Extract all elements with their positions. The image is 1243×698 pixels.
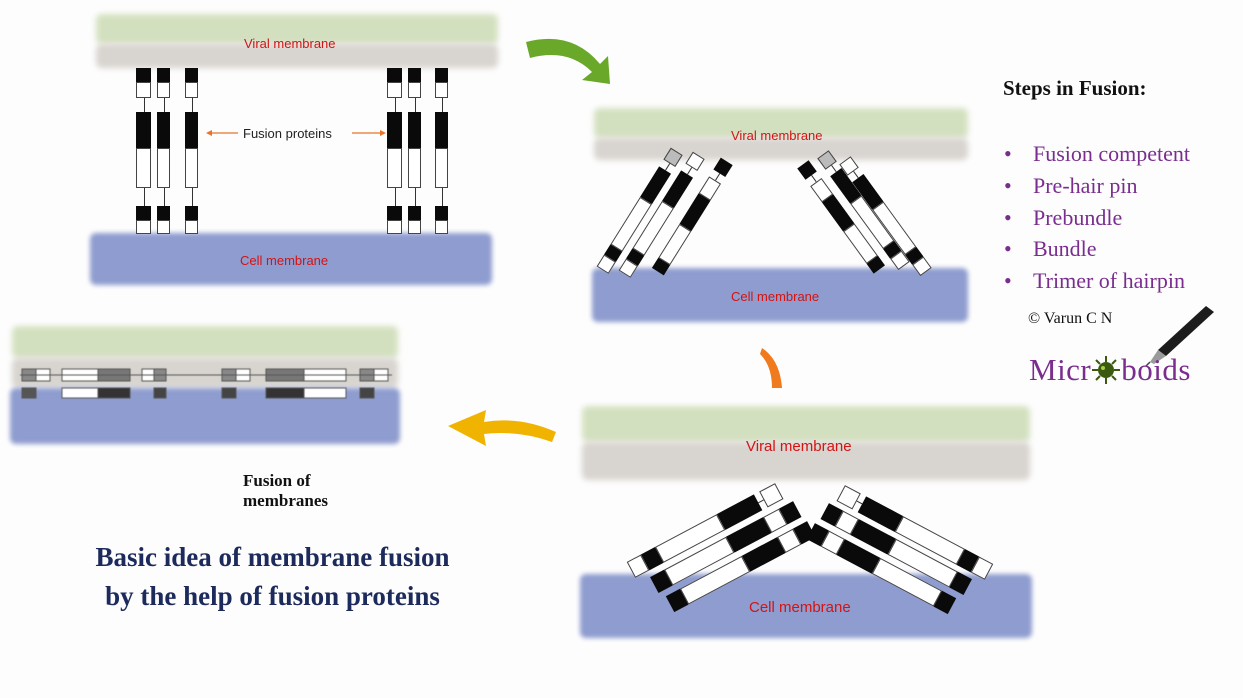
bullet-icon: • [1004,268,1012,294]
fusion-of-membranes-caption: Fusion of membranes [243,471,328,510]
fusion-protein [387,68,402,238]
viral-membrane-top [582,406,1030,442]
fusion-protein [839,156,938,286]
steps-title: Steps in Fusion: [1003,76,1147,100]
bullet-icon: • [1004,236,1012,262]
viral-membrane-label: Viral membrane [746,438,852,455]
cell-membrane [90,233,492,285]
cell-membrane-label: Cell membrane [240,253,329,268]
logo-text-start: Micr [1029,352,1092,387]
fusion-proteins-pointers [206,130,386,136]
bullet-icon: • [1004,141,1012,166]
step-label: Bundle [1033,236,1097,262]
fusion-protein [408,68,421,238]
fusion-protein [157,68,170,238]
viral-membrane-top [96,14,498,44]
orange-arrow-icon [760,348,782,388]
steps-list: • Fusion competent • Pre-hair pin • Prebund… [1004,138,1190,297]
fusion-protein [185,68,198,238]
microboids-logo: Micr boids [1029,352,1191,388]
cell-membrane-label: Cell membrane [749,599,851,616]
cell-membrane [592,268,968,322]
viral-membrane-top [594,108,968,138]
fusion-proteins-label: Fusion proteins [243,126,332,141]
main-caption-line-1: Basic idea of membrane fusion [95,542,450,572]
step-label: Fusion competent [1033,141,1191,166]
logo-text-end: boids [1121,352,1191,387]
viral-membrane-bottom [96,44,498,68]
green-arrow-icon [526,38,610,84]
virus-icon [1092,356,1121,384]
step-label: Prebundle [1033,204,1123,230]
step-item: • Trimer of hairpin [1004,265,1190,297]
viral-membrane-label: Viral membrane [731,128,823,143]
step-item: • Bundle [1004,233,1190,265]
bullet-icon: • [1004,204,1012,230]
step-item: • Prebundle [1004,202,1190,234]
yellow-arrow-icon [448,410,556,446]
cell-membrane-label: Cell membrane [731,289,820,304]
main-caption: Basic idea of membrane fusion by the hel… [40,538,505,616]
horizontal-fusion-proteins [20,368,392,399]
viral-membrane-bottom [594,138,968,160]
step-label: Trimer of hairpin [1033,268,1185,294]
bullet-icon: • [1004,172,1012,198]
fusion-protein [136,68,151,238]
fusion-protein [435,68,448,238]
pen-icon [1145,306,1214,367]
viral-membrane-bottom [582,442,1030,480]
main-caption-line-2: by the help of fusion proteins [105,581,440,611]
viral-membrane-top [12,326,398,358]
step-item: • Pre-hair pin [1004,170,1190,202]
step-label: Pre-hair pin [1033,172,1138,198]
viral-membrane-label: Viral membrane [244,36,336,51]
step-item: • Fusion competent [1004,138,1190,170]
copyright-credit: © Varun C N [1028,310,1113,327]
